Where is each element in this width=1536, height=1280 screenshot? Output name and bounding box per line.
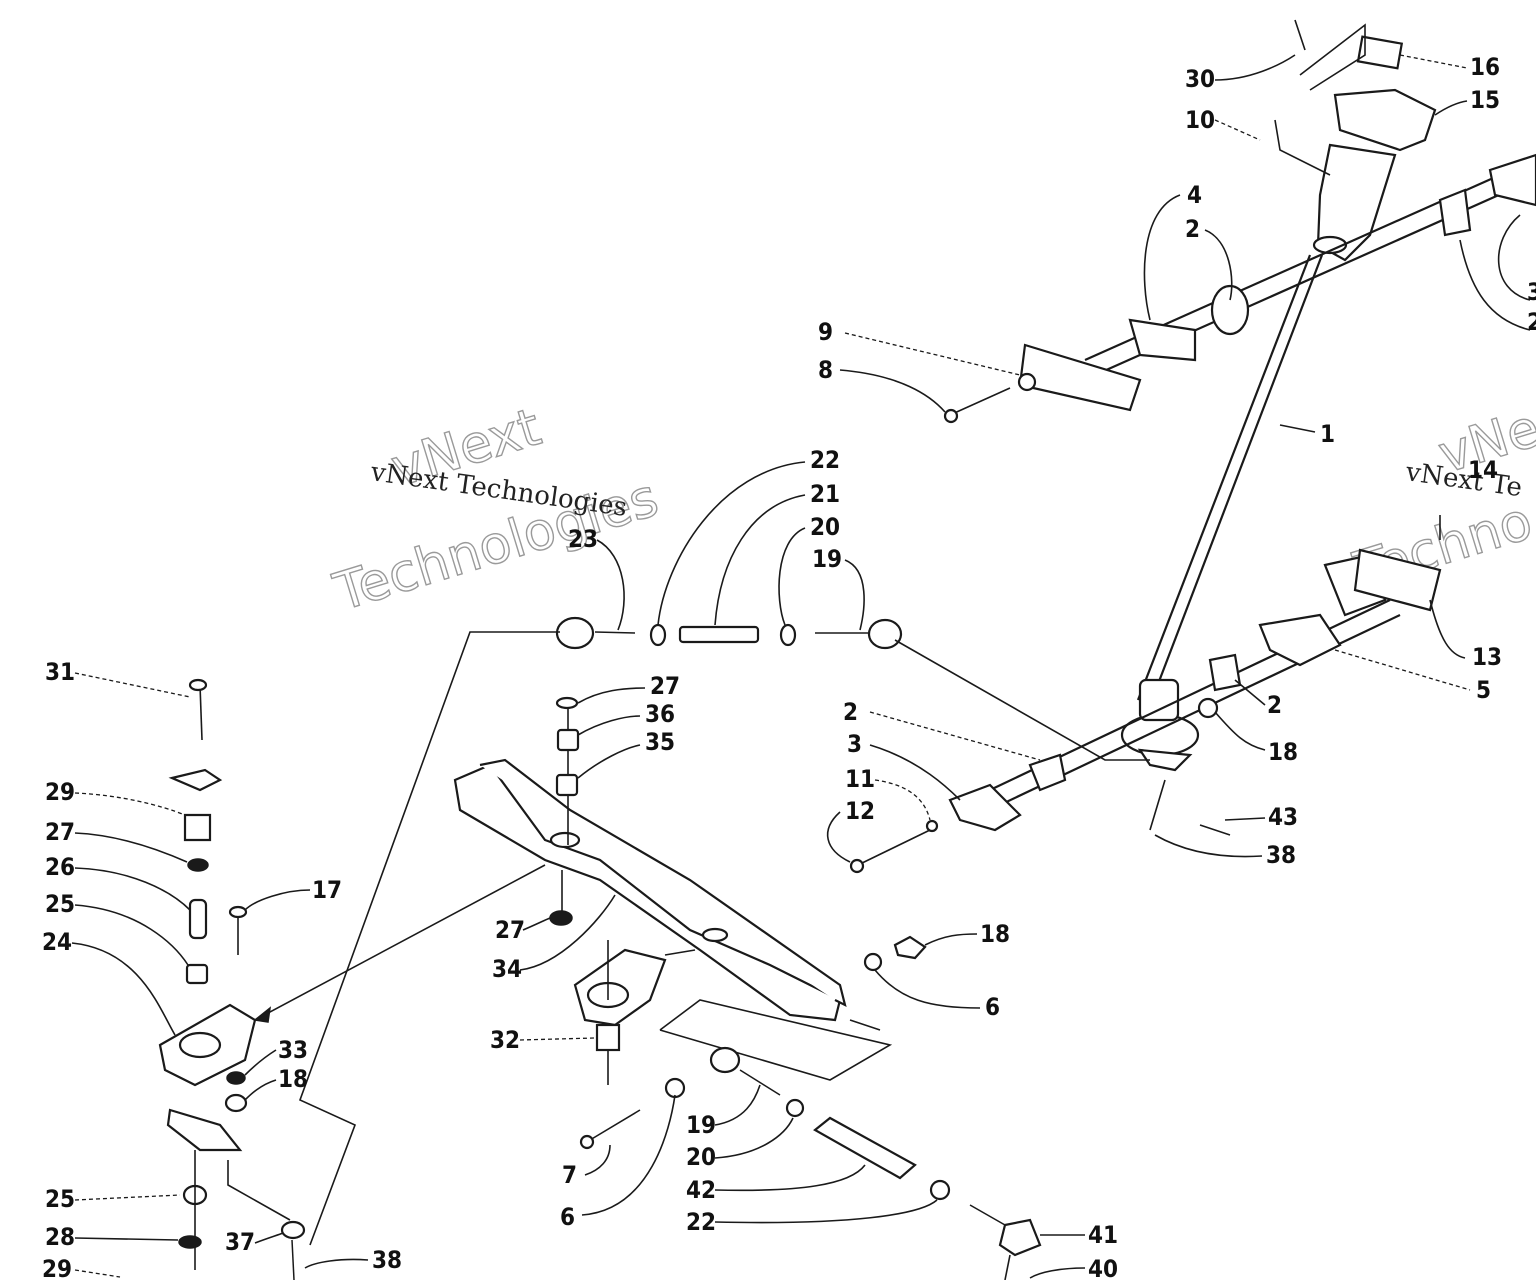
- callout-9: 9: [818, 318, 833, 346]
- tie-rod-lower: [579, 935, 1042, 1280]
- callout-23: 23: [568, 525, 598, 553]
- callout-26: 26: [45, 853, 75, 881]
- callout-33: 33: [278, 1036, 308, 1064]
- callout-19-upper: 19: [812, 545, 842, 573]
- callout-36: 36: [645, 700, 675, 728]
- lower-frame-bar: [849, 548, 1442, 874]
- upper-frame-bar: [943, 153, 1536, 424]
- callout-29-lower: 29: [42, 1255, 72, 1280]
- callout-24: 24: [42, 928, 72, 956]
- callout-27-left: 27: [45, 818, 75, 846]
- callout-10: 10: [1185, 106, 1215, 134]
- callout-25-lower: 25: [45, 1185, 75, 1213]
- callout-28: 28: [45, 1223, 75, 1251]
- callout-38-lower: 38: [372, 1246, 402, 1274]
- callout-35: 35: [645, 728, 675, 756]
- callout-14: 14: [1468, 456, 1498, 484]
- callout-37: 37: [225, 1228, 255, 1256]
- callout-18-right: 18: [980, 920, 1010, 948]
- callout-19-lower: 19: [686, 1111, 716, 1139]
- callout-18-mid: 18: [1268, 738, 1298, 766]
- callout-22-lower: 22: [686, 1208, 716, 1236]
- callout-2-upper: 2: [1185, 215, 1200, 243]
- callout-6-upper: 6: [985, 993, 1000, 1021]
- callout-2-lower: 2: [843, 698, 858, 726]
- callout-3: 3: [847, 730, 862, 758]
- callout-labels: 1 2 2 2 2 3 3 4 5 6 6 7 8 9 10 11 12 13: [42, 53, 1536, 1280]
- callout-31: 31: [45, 658, 75, 686]
- callout-6-lower: 6: [560, 1203, 575, 1231]
- callout-18-left: 18: [278, 1065, 308, 1093]
- callout-22-upper: 22: [810, 446, 840, 474]
- callout-1: 1: [1320, 420, 1335, 448]
- callout-13: 13: [1472, 643, 1502, 671]
- center-arm: [253, 696, 847, 1023]
- steering-shaft-assembly: [1120, 19, 1437, 772]
- callout-7: 7: [562, 1161, 577, 1189]
- callout-3-edge: 3: [1527, 278, 1536, 306]
- callout-27-right: 27: [650, 672, 680, 700]
- bracket-32: [573, 940, 893, 1085]
- callout-42: 42: [686, 1176, 716, 1204]
- callout-30: 30: [1185, 65, 1215, 93]
- callout-25-upper: 25: [45, 890, 75, 918]
- tie-rod-upper: [298, 616, 1150, 1246]
- callout-40: 40: [1088, 1255, 1118, 1280]
- callout-5: 5: [1476, 676, 1491, 704]
- callout-15: 15: [1470, 86, 1500, 114]
- callout-20-upper: 20: [810, 513, 840, 541]
- callout-32: 32: [490, 1026, 520, 1054]
- callout-8: 8: [818, 356, 833, 384]
- watermark-left: vNext Technologies vNext Technologies: [326, 397, 665, 624]
- callout-4: 4: [1187, 181, 1202, 209]
- callout-16: 16: [1470, 53, 1500, 81]
- callout-34: 34: [492, 955, 522, 983]
- callout-43: 43: [1268, 803, 1298, 831]
- left-spindle-assembly: [158, 678, 306, 1280]
- callout-38-upper: 38: [1266, 841, 1296, 869]
- callout-20-lower: 20: [686, 1143, 716, 1171]
- callout-41: 41: [1088, 1221, 1118, 1249]
- callout-21: 21: [810, 480, 840, 508]
- callout-17: 17: [312, 876, 342, 904]
- callout-27-mid: 27: [495, 916, 525, 944]
- callout-29-upper: 29: [45, 778, 75, 806]
- callout-2-edge: 2: [1527, 308, 1536, 336]
- callout-11: 11: [845, 765, 875, 793]
- callout-2-right: 2: [1267, 691, 1282, 719]
- callout-12: 12: [845, 797, 875, 825]
